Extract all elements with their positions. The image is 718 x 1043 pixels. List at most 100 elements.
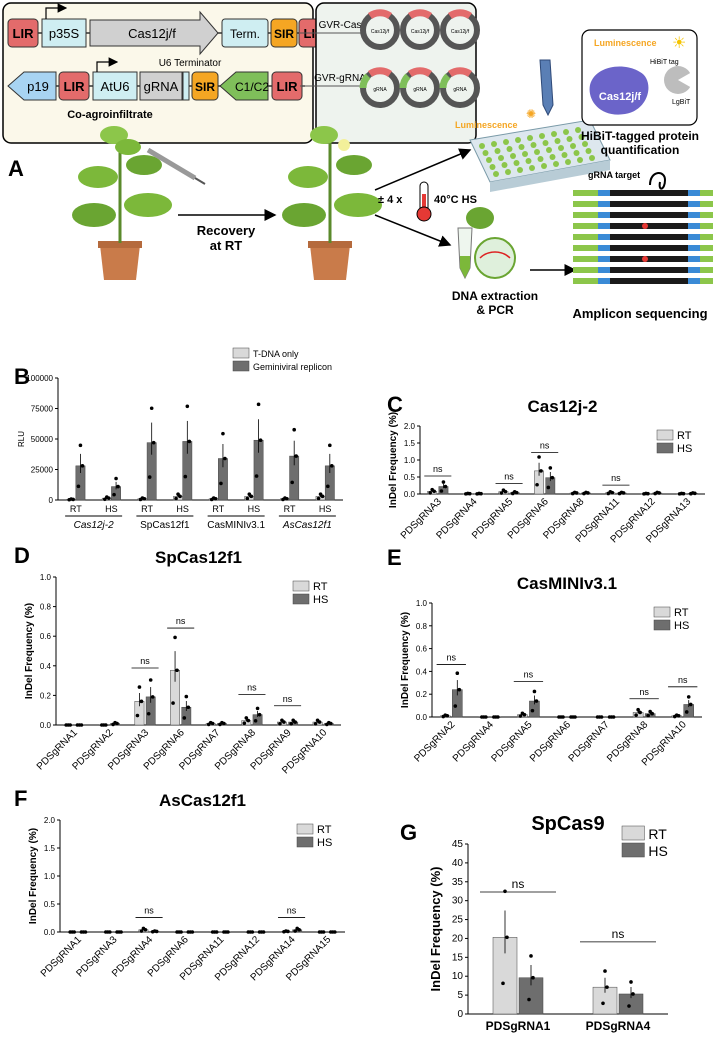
x-tick-label: RT <box>70 504 82 514</box>
panel-letter-d: D <box>14 543 30 568</box>
ring-c1c2-segment <box>359 73 371 89</box>
hibit-tag-label: HiBiT tag <box>650 59 679 66</box>
ring-label: Cas12j/f <box>371 29 390 35</box>
data-point <box>261 930 266 934</box>
amplicon-target-region <box>598 190 688 196</box>
data-point <box>501 981 505 986</box>
well <box>489 164 496 170</box>
u6-terminator-label: U6 Terminator <box>159 58 222 69</box>
legend-label: T-DNA only <box>253 349 299 359</box>
well <box>501 162 508 168</box>
panel-letter-f: F <box>14 786 27 811</box>
panel-a: LIR p35S Cas12j/f Term. SIR LIR p19 LIR … <box>2 2 713 321</box>
data-point <box>72 930 76 934</box>
data-point <box>244 716 249 720</box>
y-axis-label: InDel Frequency (%) <box>428 867 443 992</box>
well <box>558 145 564 151</box>
well <box>482 150 489 156</box>
data-point <box>149 406 154 411</box>
data-point <box>293 720 297 724</box>
data-point <box>537 455 541 459</box>
data-point <box>174 496 178 501</box>
replicon-ring-icon: Cas12j/f <box>400 9 440 50</box>
data-point <box>531 975 535 980</box>
data-point <box>210 721 215 726</box>
data-point <box>548 466 553 470</box>
indel-mark <box>642 256 648 262</box>
data-point <box>650 711 654 716</box>
heat-cycles-label: ± 4 x <box>378 194 403 206</box>
chart-title: Cas12j-2 <box>528 397 598 416</box>
ns-label: ns <box>287 905 297 915</box>
group-label: Cas12j-2 <box>74 520 114 531</box>
y-tick-label: 0 <box>49 496 54 505</box>
well <box>561 152 568 158</box>
luminescence-label-2: Luminescence <box>594 38 657 48</box>
ns-label: ns <box>144 905 154 915</box>
data-point <box>289 722 293 726</box>
ring-label: Cas12j/f <box>451 29 470 35</box>
well <box>493 171 499 177</box>
data-point <box>285 496 289 501</box>
sir-label-2: SIR <box>195 80 215 94</box>
data-point <box>115 721 119 726</box>
ns-label: ns <box>140 656 150 666</box>
amplicon-primer <box>598 278 610 284</box>
indel-mark <box>642 223 648 229</box>
data-point <box>676 714 681 718</box>
data-point <box>185 404 190 409</box>
ns-label: ns <box>540 441 550 451</box>
ns-label: ns <box>447 653 457 663</box>
y-tick-label: 100000 <box>26 374 53 383</box>
ns-label: ns <box>283 694 293 704</box>
x-tick-label: HS <box>176 504 189 514</box>
legend-label: HS <box>677 443 692 455</box>
p35s-promoter <box>41 18 87 48</box>
branch-arrow-up <box>374 148 472 191</box>
ring-label: gRNA <box>373 87 387 93</box>
ns-label: ns <box>176 616 186 626</box>
data-point <box>455 671 460 676</box>
ring-lir-segment <box>367 67 393 77</box>
ns-label: ns <box>247 683 257 693</box>
data-point <box>479 491 483 496</box>
ring-label: gRNA <box>413 87 427 93</box>
amplicon-target-region <box>598 278 688 284</box>
data-point <box>522 712 527 717</box>
data-point <box>254 474 259 478</box>
data-point <box>599 715 604 719</box>
data-point <box>330 464 334 468</box>
data-point <box>242 721 247 726</box>
data-point <box>457 687 462 692</box>
heat-shock-label: 40°C HS <box>434 194 477 206</box>
legend-label: HS <box>313 594 328 606</box>
grna-target-label: gRNA target <box>588 170 640 180</box>
well <box>554 138 561 144</box>
data-point <box>293 929 297 933</box>
ring-label: Cas12j/f <box>411 29 430 35</box>
c1c2-arrow <box>219 71 269 101</box>
legend-label: Geminiviral replicon <box>253 362 332 372</box>
ring-lir-segment <box>407 9 433 19</box>
legend-label: HS <box>648 843 667 859</box>
lir-element <box>7 18 39 48</box>
y-tick-label: 0.0 <box>40 721 52 730</box>
branch-arrow-down <box>374 214 452 247</box>
data-point <box>532 689 537 694</box>
data-point <box>139 699 144 704</box>
y-tick-label: 0 <box>457 1009 463 1020</box>
x-tick-label: HS <box>248 504 261 514</box>
data-point <box>107 496 111 500</box>
data-point <box>278 722 282 726</box>
u6-terminator-mark <box>182 71 190 101</box>
data-point <box>137 685 142 689</box>
ring-label: gRNA <box>453 87 467 93</box>
well <box>565 159 571 165</box>
y-tick-label: 1.5 <box>44 844 56 853</box>
amplicon-primer <box>688 267 700 273</box>
well <box>570 143 576 149</box>
p19-label: p19 <box>27 79 49 94</box>
